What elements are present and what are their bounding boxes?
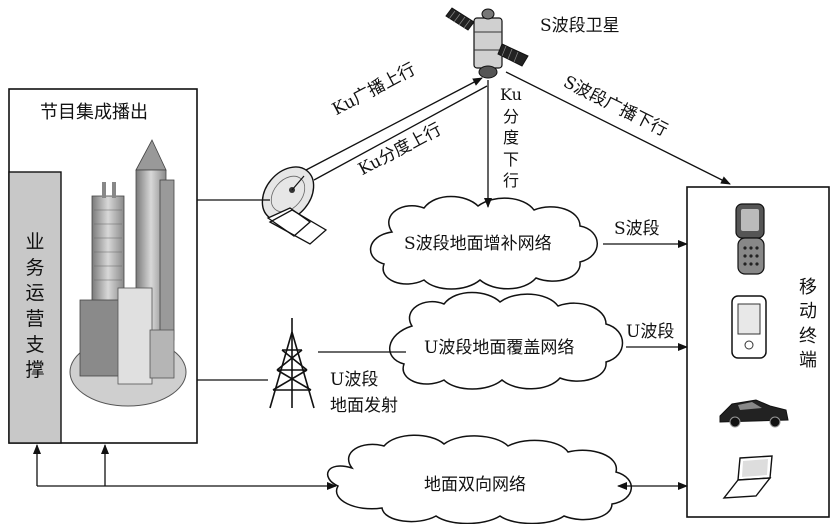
pda-icon bbox=[731, 295, 767, 359]
ground-network-label: 地面双向网络 bbox=[424, 475, 526, 495]
satellite-label: S波段卫星 bbox=[540, 16, 620, 36]
broadcast-center-title: 节目集成播出 bbox=[40, 102, 148, 123]
flip-phone-icon bbox=[735, 203, 765, 275]
s-band-network-label: S波段地面增补网络 bbox=[404, 234, 552, 254]
laptop-icon bbox=[722, 455, 773, 499]
s-band-link-label: S波段 bbox=[614, 219, 660, 239]
car-icon bbox=[719, 399, 789, 428]
cloud-s-band bbox=[369, 195, 598, 290]
ku-distribution-uplink bbox=[313, 85, 488, 181]
u-band-transmit-label-2: 地面发射 bbox=[330, 396, 398, 416]
ops-support-label: 业 务 运 营 支 撑 bbox=[25, 231, 45, 382]
s-band-broadcast-downlink bbox=[505, 71, 731, 185]
cloud-ground bbox=[327, 434, 633, 524]
ku-distribution-downlink-label: Ku 分 度 下 行 bbox=[500, 85, 522, 191]
broadcast-tower-icon bbox=[269, 318, 315, 409]
ops-support-bar bbox=[8, 171, 62, 444]
satellite-dish-icon bbox=[261, 166, 328, 245]
satellite-icon bbox=[445, 7, 529, 79]
u-band-network-label: U波段地面覆盖网络 bbox=[424, 338, 575, 358]
u-band-link-label: U波段 bbox=[626, 322, 675, 342]
u-band-transmit-label-1: U波段 bbox=[330, 370, 379, 390]
ku-broadcast-uplink bbox=[305, 77, 483, 171]
cloud-u-band bbox=[388, 291, 624, 390]
building-illustration bbox=[69, 139, 187, 407]
mobile-terminals-label: 移 动 终 端 bbox=[799, 277, 817, 371]
